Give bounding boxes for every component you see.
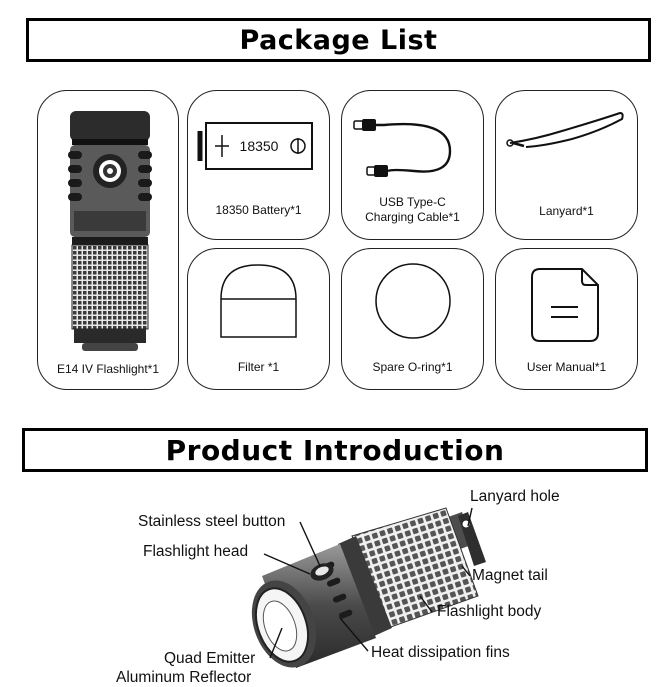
card-label: User Manual*1 (526, 360, 607, 374)
lanyard-icon (506, 111, 624, 148)
card-label: E14 IV Flashlight*1 (56, 362, 160, 376)
card-label: Filter *1 (237, 360, 280, 374)
usb-cable-icon (353, 119, 452, 177)
product-introduction-heading: Product Introduction (22, 428, 648, 472)
callout-heat-dissipation-fins: Heat dissipation fins (371, 644, 510, 661)
callout-stainless-steel-button: Stainless steel button (138, 513, 286, 530)
callout-flashlight-head: Flashlight head (143, 543, 249, 560)
callout-lanyard-hole: Lanyard hole (470, 488, 560, 505)
card-label: 18350 Battery*1 (215, 203, 302, 217)
card-user-manual: User Manual*1 (495, 248, 638, 390)
card-label-line1: USB Type-C (379, 195, 446, 209)
filter-icon (220, 264, 297, 338)
flashlight-diagram (251, 507, 486, 668)
card-label: Lanyard*1 (539, 204, 594, 218)
card-usb-cable: USB Type-C Charging Cable*1 (341, 90, 484, 240)
o-ring-icon (375, 263, 451, 339)
callout-flashlight-body: Flashlight body (437, 603, 542, 620)
card-lanyard: Lanyard*1 (495, 90, 638, 240)
callout-quad-emitter: Quad Emitter (164, 650, 256, 667)
callout-magnet-tail: Magnet tail (472, 567, 548, 584)
card-o-ring: Spare O-ring*1 (341, 248, 484, 390)
callout-aluminum-reflector: Aluminum Reflector (116, 669, 252, 686)
card-filter: Filter *1 (187, 248, 330, 390)
card-label-line2: Charging Cable*1 (365, 210, 460, 224)
flashlight-upright-icon (68, 111, 152, 351)
card-label: Spare O-ring*1 (372, 360, 453, 374)
battery-icon: 18350 (197, 122, 313, 170)
package-list-heading: Package List (26, 18, 651, 62)
document-icon (531, 268, 599, 342)
card-battery: 18350 18350 Battery*1 (187, 90, 330, 240)
card-flashlight: E14 IV Flashlight*1 (37, 90, 179, 390)
battery-model-text: 18350 (240, 138, 279, 154)
